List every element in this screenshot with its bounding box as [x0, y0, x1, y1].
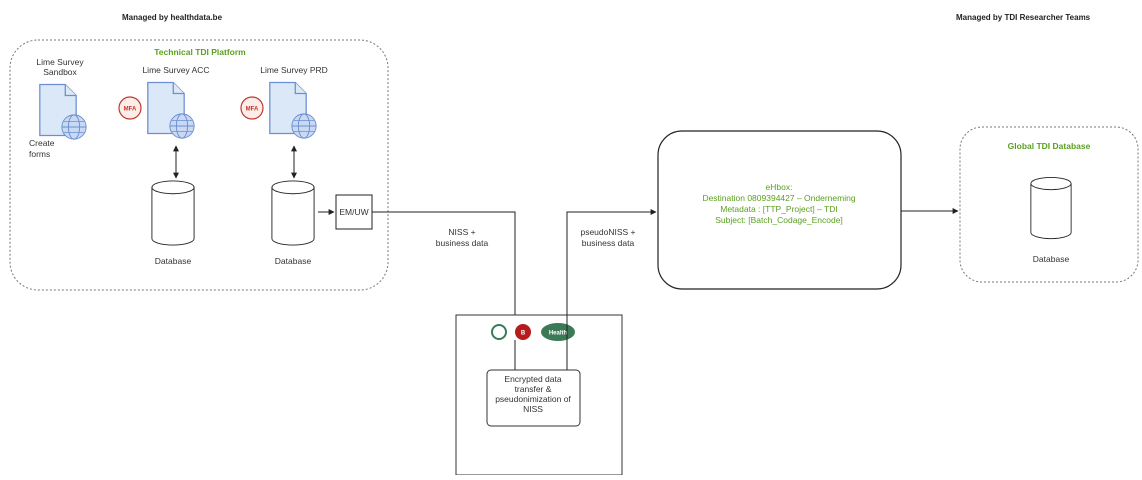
niss-label-2: business data	[436, 238, 489, 248]
ehbox-line-2: Destination 0809394427 – Onderneming	[702, 193, 855, 203]
platform-title: Technical TDI Platform	[154, 47, 246, 57]
header-right: Managed by TDI Researcher Teams	[956, 13, 1091, 22]
prd-database-icon	[271, 180, 315, 246]
pseudo-label-2: business data	[582, 238, 635, 248]
ehbox-container	[657, 130, 902, 290]
sandbox-label-1: Lime Survey	[36, 57, 84, 67]
prd-mfa-icon: MFA	[240, 96, 264, 120]
prd-database-label: Database	[275, 256, 312, 266]
acc-mfa-icon: MFA	[118, 96, 142, 120]
acc-document-icon	[147, 81, 195, 139]
global-tdi-container	[959, 126, 1139, 283]
header-left: Managed by healthdata.be	[122, 13, 223, 22]
acc-database-label: Database	[155, 256, 192, 266]
svg-text:MFA: MFA	[246, 107, 259, 113]
sandbox-label-2: Sandbox	[43, 67, 77, 77]
niss-label-1: NISS +	[448, 227, 475, 237]
pseudo-label-1: pseudoNISS +	[580, 227, 635, 237]
prd-document-icon	[269, 81, 317, 139]
create-label-2: forms	[29, 149, 50, 159]
create-label-1: Create	[29, 138, 55, 148]
badge-b: B	[521, 331, 526, 337]
svg-text:MFA: MFA	[124, 107, 137, 113]
acc-label: Lime Survey ACC	[142, 65, 209, 75]
acc-database-icon	[151, 180, 195, 246]
global-title: Global TDI Database	[1008, 141, 1091, 151]
process-line-1: Encrypted data	[504, 374, 561, 384]
emuw-label: EM/UW	[339, 207, 368, 217]
pseudoniss-flow-line	[566, 209, 657, 370]
prd-label: Lime Survey PRD	[260, 65, 328, 75]
ehbox-line-4: Subject: [Batch_Codage_Encode]	[715, 215, 843, 225]
global-database-icon	[1030, 176, 1072, 240]
technical-platform-container	[9, 39, 389, 291]
badge-ehealth: Health	[549, 331, 568, 337]
process-line-3: pseudonimization of	[495, 394, 571, 404]
process-line-4: NISS	[523, 404, 543, 414]
niss-flow-line	[372, 211, 516, 315]
global-database-label: Database	[1033, 254, 1070, 264]
process-line-2: transfer &	[515, 384, 552, 394]
sandbox-document-icon	[39, 83, 87, 140]
encryption-process-box	[486, 369, 581, 427]
ehbox-line-3: Metadata : [TTP_Project] – TDI	[720, 204, 837, 214]
ehbox-line-1: eHbox:	[766, 182, 793, 192]
